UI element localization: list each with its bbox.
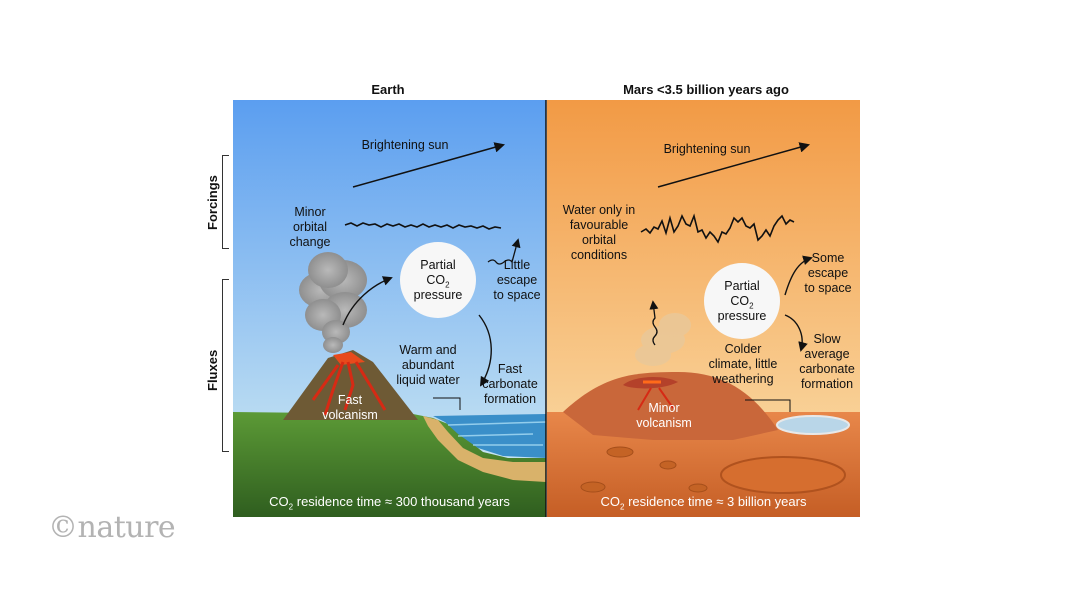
mars-lake: [776, 415, 850, 435]
forcings-bracket: [222, 155, 229, 249]
forcings-label: Forcings: [205, 175, 220, 230]
mars-orbital-line: [640, 213, 795, 244]
mars-residence-time: CO2 residence time ≈ 3 billion years: [600, 494, 807, 512]
fluxes-label: Fluxes: [205, 349, 220, 391]
earth-smoke: [299, 252, 367, 353]
earth-co2-pressure-circle: Partial CO2 pressure: [400, 242, 476, 318]
mars-co2-pressure-circle: Partial CO2 pressure: [704, 263, 780, 339]
fluxes-bracket: [222, 279, 229, 452]
earth-brightening-sun-label: Brightening sun: [361, 138, 449, 152]
mars-panel-title: Mars <3.5 billion years ago: [623, 82, 789, 97]
nature-logo: ©nature: [48, 510, 176, 545]
earth-panel-title: Earth: [371, 82, 405, 97]
earth-beach: [423, 416, 546, 482]
diagram-artwork: [233, 100, 860, 517]
earth-residence-time: CO2 residence time ≈ 300 thousand years: [269, 494, 510, 512]
earth-volcano: [283, 350, 418, 420]
mars-scene: [547, 100, 860, 517]
earth-scene: [233, 100, 547, 517]
mars-brightening-sun-label: Brightening sun: [663, 142, 751, 156]
mars-crater-large: [720, 456, 846, 494]
earth-orbital-line: [344, 222, 502, 230]
earth-ground: [233, 412, 546, 517]
